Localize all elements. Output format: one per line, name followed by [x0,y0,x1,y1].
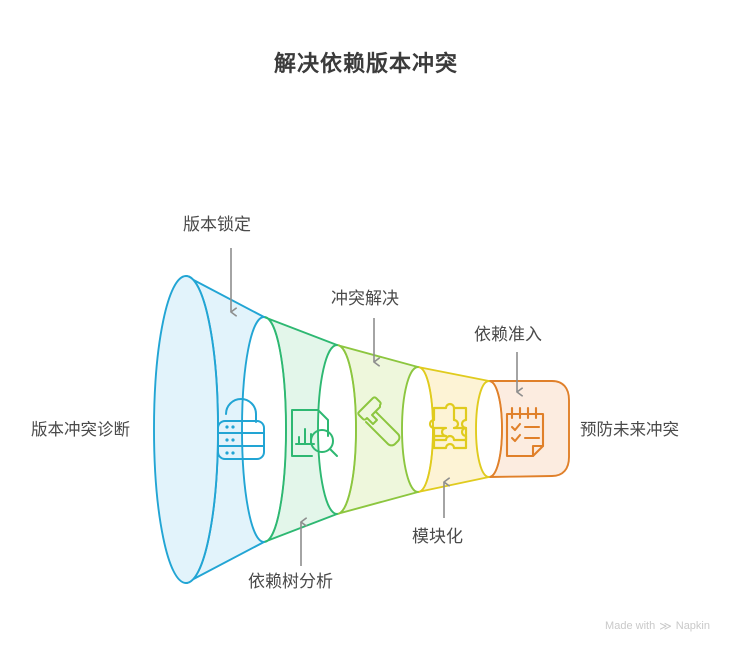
funnel-segment-modularization[interactable] [417,366,490,493]
stage-label-dependency-admission: 依赖准入 [474,325,542,344]
funnel-exit-label: 预防未来冲突 [580,421,679,439]
napkin-logo-icon: ≫ [659,619,672,633]
funnel-segment-conflict-resolution[interactable] [336,344,419,515]
funnel-segment-dependency-tree-analysis[interactable] [263,316,338,543]
napkin-watermark: Made with ≫ Napkin [605,620,710,632]
stage-label-conflict-resolution: 冲突解决 [331,289,399,308]
stage-label-version-lock: 版本锁定 [183,215,251,234]
page-title: 解决依赖版本冲突 [273,51,458,76]
padlock-icon [217,398,265,460]
puzzle-icon [428,402,468,450]
watermark-brand: Napkin [675,620,710,632]
stage-label-dependency-tree-analysis: 依赖树分析 [248,572,333,591]
funnel-segment-version-lock[interactable] [153,275,265,584]
document-chart-search-icon [291,409,338,457]
funnel-entry-label: 版本冲突诊断 [31,421,130,439]
stage-label-modularization: 模块化 [412,527,463,546]
funnel-segment-dependency-admission[interactable] [488,380,570,478]
watermark-prefix: Made with [605,620,656,632]
hammer-icon [357,396,401,447]
checklist-note-icon [505,406,545,458]
